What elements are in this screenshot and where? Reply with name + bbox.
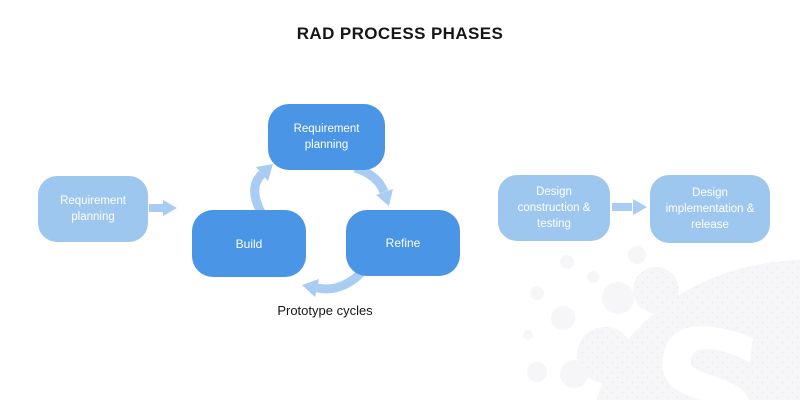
stage-requirement-planning-box: Requirement planning	[38, 176, 148, 242]
stage-design-construction-box: Design construction & testing	[498, 175, 610, 241]
cycle-refine-box: Refine	[346, 210, 460, 276]
cycle-requirement-planning-label: Requirement	[293, 123, 360, 135]
watermark-letter: S	[636, 289, 777, 400]
stage-design-implementation-label: release	[691, 219, 729, 231]
stage-design-construction-label: testing	[537, 218, 571, 230]
arrow-right-icon	[612, 199, 647, 215]
cycle-build-box: Build	[192, 210, 306, 277]
stage-design-implementation-label: implementation &	[665, 203, 755, 215]
page-title: RAD PROCESS PHASES	[296, 24, 504, 43]
prototype-cycles-label: Prototype cycles	[277, 303, 373, 318]
cycle-build-label: Build	[235, 236, 263, 251]
stage-design-construction-label: construction &	[517, 202, 591, 214]
cycle-arrow-down-icon	[353, 163, 393, 206]
stage-requirement-planning-label: planning	[71, 211, 115, 223]
cycle-requirement-planning-label: planning	[304, 139, 349, 151]
stage-design-implementation-box: Design implementation & release	[650, 175, 770, 243]
stage-design-construction-label: Design	[536, 186, 572, 198]
cycle-arrow-up-icon	[250, 164, 273, 219]
stage-requirement-planning-label: Requirement	[60, 195, 126, 207]
cycle-requirement-planning-box: Requirement planning	[268, 104, 385, 170]
watermark-splash-dots	[523, 246, 646, 388]
cycle-refine-label: Refine	[385, 236, 421, 250]
stage-design-implementation-label: Design	[692, 187, 728, 199]
cycle-arrow-left-icon	[302, 268, 366, 297]
arrow-right-icon	[149, 200, 177, 216]
watermark-blob	[577, 260, 800, 400]
